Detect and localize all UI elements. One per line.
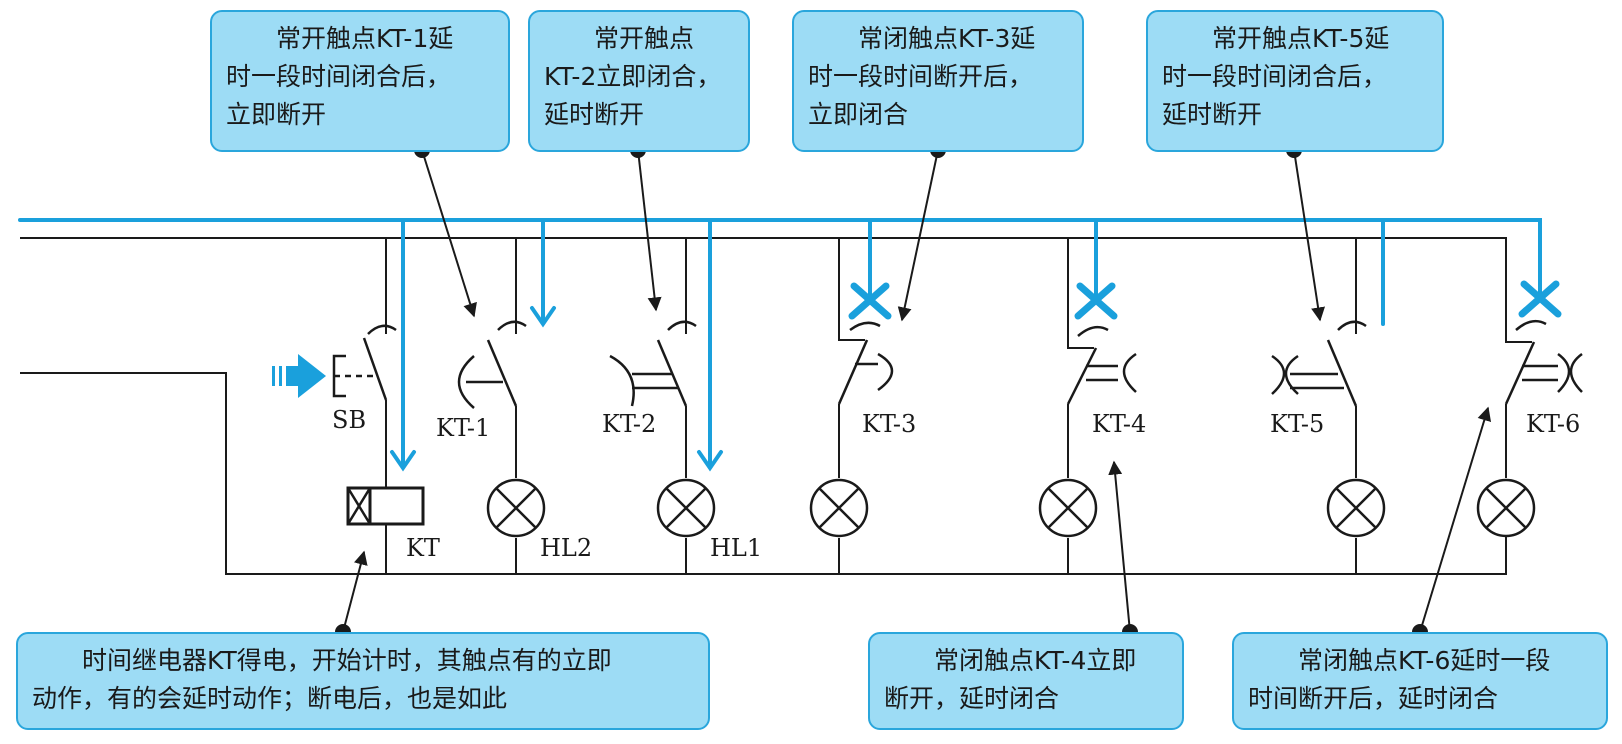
contact-kt1 [457, 320, 527, 409]
relay-coil-kt [346, 486, 425, 526]
lamp-cross-icon [486, 478, 546, 538]
callout-kt6: 常闭触点KT-6延时一段 时间断开后，延时闭合 [1232, 632, 1608, 730]
lamp-cross-icon [1326, 478, 1386, 538]
callout-kt4: 常闭触点KT-4立即 断开，延时闭合 [868, 632, 1184, 730]
x-break-icon [1518, 280, 1562, 318]
label-kt2: KT-2 [602, 410, 656, 438]
current-flow [18, 218, 1542, 472]
branch-kt6 [1505, 308, 1532, 478]
leader-kt6 [1412, 406, 1492, 640]
contact-kt2 [609, 320, 697, 407]
wiring [20, 237, 1532, 575]
contact-kt3 [837, 321, 894, 405]
label-kt6: KT-6 [1526, 410, 1580, 438]
lamp-cross-icon [1476, 478, 1536, 538]
label-kt5: KT-5 [1270, 410, 1324, 438]
x-break-icon [1074, 282, 1118, 320]
x-break-icon [848, 282, 892, 320]
sb-return-arrow [367, 324, 397, 335]
leader-kt3 [897, 142, 946, 322]
label-kt: KT [406, 534, 440, 562]
sb-contact-blade [362, 337, 388, 401]
label-kt3: KT-3 [862, 410, 916, 438]
label-hl2: HL2 [540, 534, 592, 562]
flow-to-hl1 [697, 218, 723, 472]
leader-kt [335, 550, 368, 640]
contact-kt4 [1066, 325, 1137, 405]
callout-kt5: 常开触点KT-5延 时一段时间闭合后， 延时断开 [1146, 10, 1444, 152]
callout-kt1: 常开触点KT-1延 时一段时间闭合后， 立即断开 [210, 10, 510, 152]
lamp-cross-icon [1038, 478, 1098, 538]
flow-top-line [18, 218, 1542, 298]
contact-kt6 [1504, 319, 1583, 405]
callout-kt2: 常开触点 KT-2立即闭合， 延时断开 [528, 10, 750, 152]
leader-kt4 [1108, 460, 1138, 640]
bottom-rail [20, 372, 1507, 575]
branch-kt3 [838, 238, 865, 574]
leader-kt2 [630, 142, 662, 312]
leader-kt1 [414, 142, 477, 318]
branch-kt4 [1067, 238, 1094, 574]
label-kt1: KT-1 [436, 414, 490, 442]
label-hl1: HL1 [710, 534, 762, 562]
leader-kt5 [1286, 142, 1326, 322]
sb-pushbutton [332, 324, 397, 401]
label-sb: SB [332, 406, 366, 434]
contact-kt5 [1271, 320, 1367, 407]
double-arrow-right-icon [272, 354, 326, 398]
lamp-cross-icon [656, 478, 716, 538]
flow-kt1 [530, 218, 556, 328]
callout-kt3: 常闭触点KT-3延 时一段时间断开后， 立即闭合 [792, 10, 1084, 152]
lamp-cross-icon [809, 478, 869, 538]
callout-kt: 时间继电器KT得电，开始计时，其触点有的立即 动作，有的会延时动作；断电后，也是… [16, 632, 710, 730]
top-rail [20, 237, 1507, 308]
label-kt4: KT-4 [1092, 410, 1146, 438]
flow-to-coil [390, 218, 416, 472]
